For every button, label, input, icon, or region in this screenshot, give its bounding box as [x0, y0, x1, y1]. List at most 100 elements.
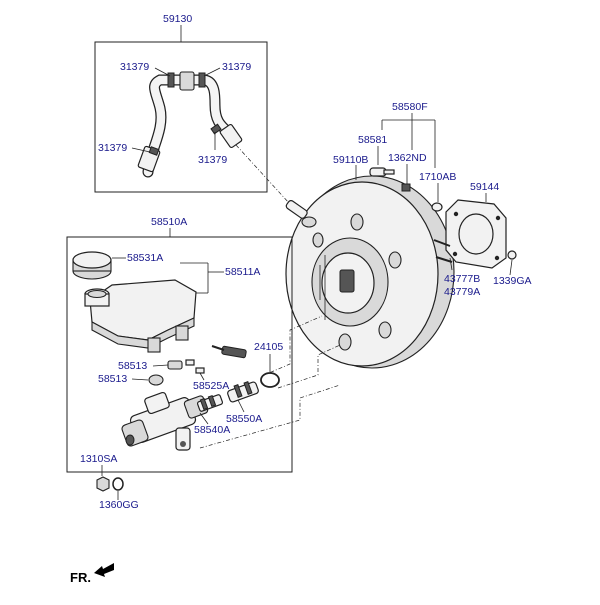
dash-mc-to-booster: [261, 315, 323, 377]
cylinder-flange: [175, 427, 191, 451]
reservoir-cap: [72, 251, 112, 280]
label-31379-tl: 31379: [120, 61, 149, 73]
label-58511a: 58511A: [225, 266, 260, 278]
label-43779a: 43779A: [444, 286, 480, 298]
master-cylinder: [121, 391, 209, 451]
piston-ring: [207, 394, 217, 408]
nut-icon: [401, 183, 411, 192]
nut-1339-icon: [507, 250, 517, 260]
gasket-bolt-hole: [495, 215, 501, 221]
label-58540a: 58540A: [194, 424, 230, 436]
clamp-icon: [210, 123, 222, 135]
label-1310sa: 1310SA: [80, 453, 117, 465]
label-31379-br: 31379: [198, 154, 227, 166]
piston-assembly: [196, 394, 224, 412]
grommets: [148, 360, 183, 386]
seal-ring: [233, 384, 243, 398]
gasket-bolt-hole: [452, 251, 458, 257]
brake-booster: [285, 175, 455, 369]
clamp-icon: [198, 72, 206, 88]
hose-connector: [179, 71, 195, 91]
oring-icon: [260, 372, 280, 388]
label-31379-tr: 31379: [222, 61, 251, 73]
label-1362nd: 1362ND: [388, 152, 427, 164]
leader-1339ga: [509, 259, 513, 276]
flange-fasteners: [96, 476, 124, 492]
leader-58550a: [237, 399, 245, 413]
gasket-opening: [458, 213, 494, 255]
master-cylinder-box: [66, 236, 293, 473]
front-marker: FR.: [70, 570, 91, 585]
cap-top: [72, 251, 112, 269]
cylinder-port: [125, 434, 135, 446]
leader-58540a: [199, 412, 209, 425]
booster-pin: [369, 167, 395, 177]
leader-58513-b: [131, 378, 149, 381]
label-24105: 24105: [254, 341, 283, 353]
booster-hole: [312, 232, 324, 248]
check-valve: [285, 199, 317, 228]
booster-hole: [338, 333, 352, 351]
hose-end-fitting: [219, 123, 243, 149]
label-58513-b: 58513: [98, 373, 127, 385]
label-59110b: 59110B: [333, 154, 368, 166]
label-43777b: 43777B: [444, 273, 480, 285]
washer-icon: [431, 202, 443, 212]
grommet-icon: [148, 374, 164, 386]
label-58510a: 58510A: [151, 216, 187, 228]
hose-clamps: [148, 72, 222, 156]
sensor-lead: [211, 345, 225, 351]
label-1710ab: 1710AB: [419, 171, 456, 183]
reservoir-pins: [185, 359, 205, 374]
flange-hole: [180, 441, 186, 447]
fluid-reservoir: [84, 279, 197, 353]
seal-ring: [243, 381, 253, 395]
reservoir-opening: [87, 289, 107, 299]
front-arrow-icon: [94, 563, 114, 577]
dash-mc-to-booster: [277, 344, 341, 389]
cylinder-boss: [144, 391, 170, 415]
leader-31379-tl: [154, 67, 171, 77]
check-valve-body: [285, 199, 308, 219]
booster-push-rod: [339, 269, 355, 293]
label-58513-a: 58513: [118, 360, 147, 372]
sensor-connector: [221, 345, 247, 359]
booster-studs: [433, 239, 453, 263]
pin-icon: [195, 367, 205, 374]
leader-58513-a: [152, 364, 169, 367]
label-58525a: 58525A: [193, 380, 229, 392]
leader-43777b: [449, 257, 453, 271]
label-58550a: 58550A: [226, 413, 262, 425]
gasket-bolt-hole: [494, 255, 500, 261]
label-59130: 59130: [163, 13, 192, 25]
label-58580f: 58580F: [392, 101, 428, 113]
label-1360gg: 1360GG: [99, 499, 139, 511]
label-1339ga: 1339GA: [493, 275, 532, 287]
dash-mc-to-booster: [199, 384, 341, 449]
pin-icon: [185, 359, 195, 366]
seal-assembly: [227, 381, 259, 403]
label-58531a: 58531A: [127, 252, 163, 264]
stud-icon: [433, 239, 451, 247]
leader-31379-bl: [131, 147, 151, 153]
clamp-icon: [148, 146, 160, 156]
booster-hole: [378, 321, 392, 339]
reservoir-outlet: [147, 337, 161, 353]
grommet-icon: [167, 360, 183, 370]
booster-hole: [350, 213, 364, 231]
gasket-59144: [445, 199, 507, 269]
check-valve-grommet: [301, 216, 317, 228]
seal-icon: [227, 381, 259, 403]
label-59144: 59144: [470, 181, 499, 193]
reservoir-base: [91, 317, 195, 349]
leader-31379-tr: [203, 67, 221, 77]
stud-icon: [435, 256, 453, 263]
booster-hole: [388, 251, 402, 269]
nut-1310sa-icon: [96, 476, 110, 492]
reservoir-outlet: [175, 325, 189, 341]
vacuum-hose: [137, 71, 243, 178]
level-sensor: [211, 345, 247, 359]
leader-58525a: [199, 372, 205, 381]
